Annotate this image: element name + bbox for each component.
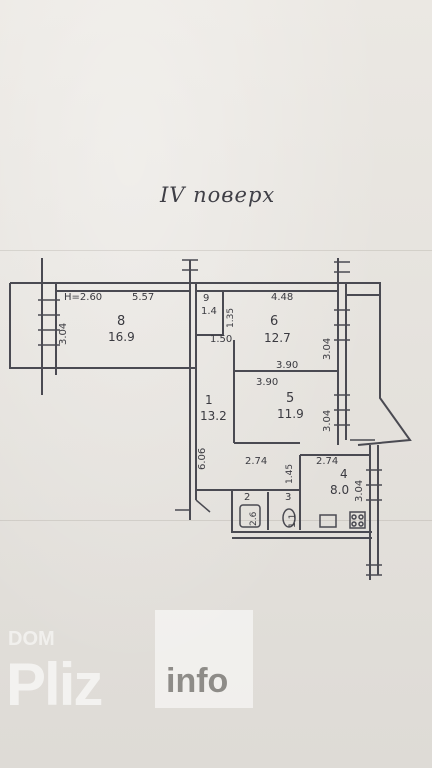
paper-crease bbox=[0, 520, 432, 521]
watermark-brand: Pliz bbox=[6, 651, 103, 718]
room-8-number: 8 bbox=[117, 314, 125, 329]
room-5-length: 3.90 bbox=[256, 377, 278, 388]
room-1-length: 6.06 bbox=[197, 448, 208, 470]
room-4-number: 4 bbox=[340, 467, 348, 481]
corridor-width-dimension: 1.50 bbox=[210, 334, 232, 345]
room-2-area: 2.6 bbox=[249, 511, 259, 526]
paper-crease bbox=[0, 250, 432, 251]
toilet-icon bbox=[282, 508, 296, 528]
hall-length-dimension: 2.74 bbox=[245, 456, 267, 467]
plumbing-fixtures bbox=[175, 499, 366, 529]
watermark-suffix: info bbox=[166, 662, 229, 700]
room-4-length: 2.74 bbox=[316, 456, 338, 467]
sink-icon bbox=[319, 514, 337, 528]
room-5-area: 11.9 bbox=[277, 407, 304, 421]
room-5-number: 5 bbox=[286, 391, 294, 406]
entrance-arrow-icon bbox=[175, 499, 211, 513]
room-4-area: 8.0 bbox=[330, 483, 349, 497]
room-1-number: 1 bbox=[205, 393, 213, 407]
room-8-length: 5.57 bbox=[132, 292, 154, 303]
window-marks bbox=[38, 259, 382, 576]
room-6-side: 3.90 bbox=[276, 360, 298, 371]
room-5-width: 3.04 bbox=[322, 410, 333, 432]
closet-side-dimension: 1.35 bbox=[226, 308, 236, 328]
stove-icon bbox=[349, 511, 366, 529]
room-4-width: 3.04 bbox=[354, 480, 365, 502]
room-3-area: 1.1 bbox=[288, 514, 298, 528]
room-6-width: 3.04 bbox=[322, 338, 333, 360]
room-1-area: 13.2 bbox=[200, 409, 227, 423]
room-8-width: 3.04 bbox=[58, 323, 69, 345]
floor-title: IV поверх bbox=[160, 183, 276, 207]
room-9-number: 9 bbox=[203, 293, 209, 304]
watermark-prefix: DOM bbox=[8, 628, 55, 650]
room-6-number: 6 bbox=[270, 314, 278, 329]
room-8-area: 16.9 bbox=[108, 330, 135, 344]
room-3-number: 3 bbox=[285, 492, 291, 503]
plan-walls bbox=[9, 258, 412, 580]
room-6-area: 12.7 bbox=[264, 331, 291, 345]
bath-width-dimension: 1.45 bbox=[285, 464, 295, 484]
watermark-box bbox=[155, 610, 253, 708]
room-2-number: 2 bbox=[244, 492, 250, 503]
room-8-height: H=2.60 bbox=[64, 292, 102, 303]
bathtub-icon bbox=[239, 504, 261, 528]
room-9-area: 1.4 bbox=[201, 306, 217, 317]
room-6-length: 4.48 bbox=[271, 292, 293, 303]
